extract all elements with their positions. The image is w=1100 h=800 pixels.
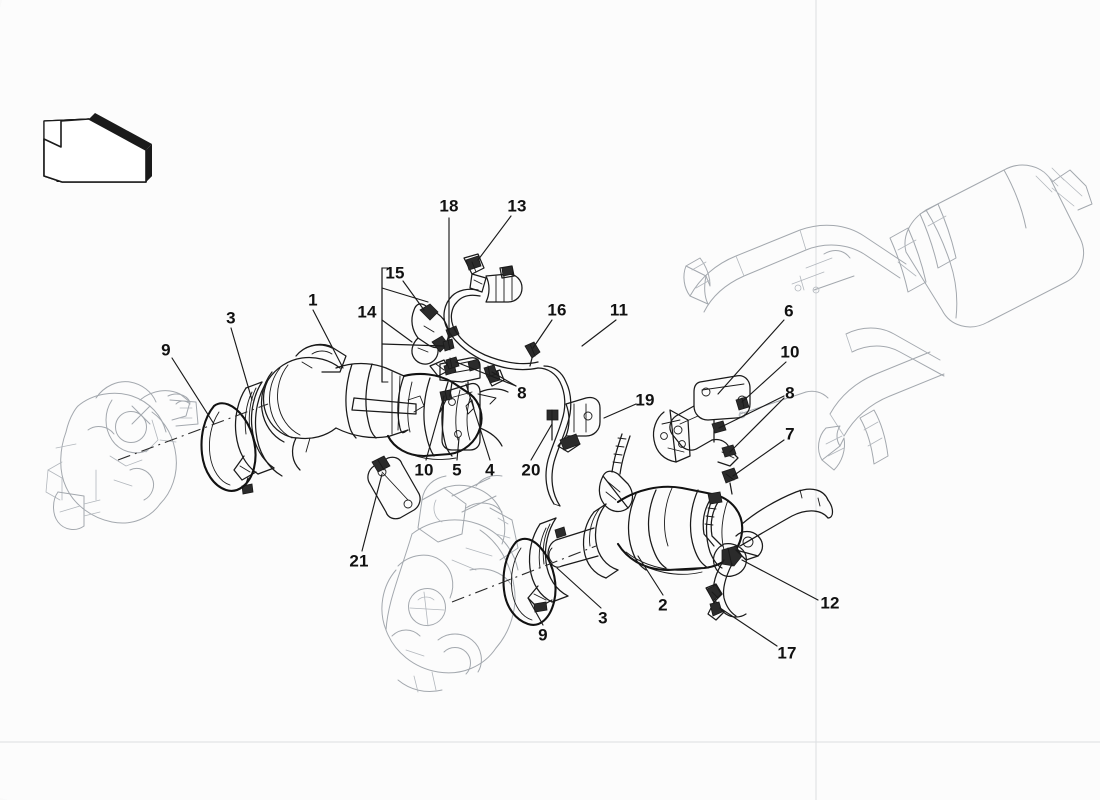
direction-arrow: [43, 113, 152, 183]
callout-support-strut: 21: [349, 551, 369, 571]
callout-pressure-sensor: 13: [507, 196, 527, 216]
callout-stud-bolt: 10: [414, 460, 434, 480]
callout-gasket-ring: 9: [538, 625, 548, 645]
lambda-sensor-12: [702, 491, 764, 618]
callout-stud-bolt: 10: [780, 342, 800, 362]
callout-lambda-sensor-upper: 19: [635, 390, 655, 410]
axis-centerline-left: [117, 403, 269, 461]
callout-clamp-bolt: 18: [439, 196, 459, 216]
callout-v-band-clamp: 3: [226, 308, 236, 328]
sensor-bracket-15: [411, 303, 460, 365]
callout-catalytic-converter-left: 1: [308, 290, 318, 310]
exhaust-muffler-ghost: [683, 164, 1093, 471]
gasket-ring-right: [502, 537, 557, 626]
callout-bracket-group: 14: [357, 302, 377, 322]
connector-plug-17: [705, 583, 725, 621]
sensor-clip-20: [546, 396, 601, 453]
callout-nut: 8: [785, 383, 795, 403]
callout-nut: 8: [517, 383, 527, 403]
v-band-clamp-right: [527, 517, 569, 613]
pressure-sensor-13: [463, 253, 487, 293]
callout-sensor-bracket: 15: [385, 263, 405, 283]
callout-connector-plug: 17: [777, 643, 797, 663]
bracket-group-14: [381, 267, 389, 383]
callout-screw: 7: [785, 424, 795, 444]
v-band-clamp-left: [233, 379, 283, 495]
turbocharger-lower-ghost: [381, 475, 519, 693]
lambda-sensor-19: [598, 433, 634, 513]
callout-v-band-clamp: 3: [598, 608, 608, 628]
callout-mounting-bracket: 5: [452, 460, 462, 480]
callout-pipe-fastener: 16: [547, 300, 567, 320]
callout-sensor-clip: 20: [521, 460, 541, 480]
axis-centerline-right: [451, 545, 597, 603]
callout-pressure-pipe: 11: [609, 300, 629, 320]
pressure-pipe-11: [443, 265, 572, 507]
catalytic-converter-right: [547, 485, 834, 579]
callout-heat-shield-bracket: 4: [485, 460, 495, 480]
support-bracket-6: [652, 374, 751, 495]
support-strut-21: [367, 455, 421, 520]
leader-lines: [171, 215, 819, 647]
callout-catalytic-converter-right: 2: [658, 595, 668, 615]
callout-support-bracket: 6: [784, 301, 794, 321]
pipe-fastener-16: [524, 341, 541, 367]
callout-gasket-ring: 9: [161, 340, 171, 360]
turbocharger-left-ghost: [45, 381, 199, 530]
callout-lambda-sensor-lower: 12: [820, 593, 840, 613]
